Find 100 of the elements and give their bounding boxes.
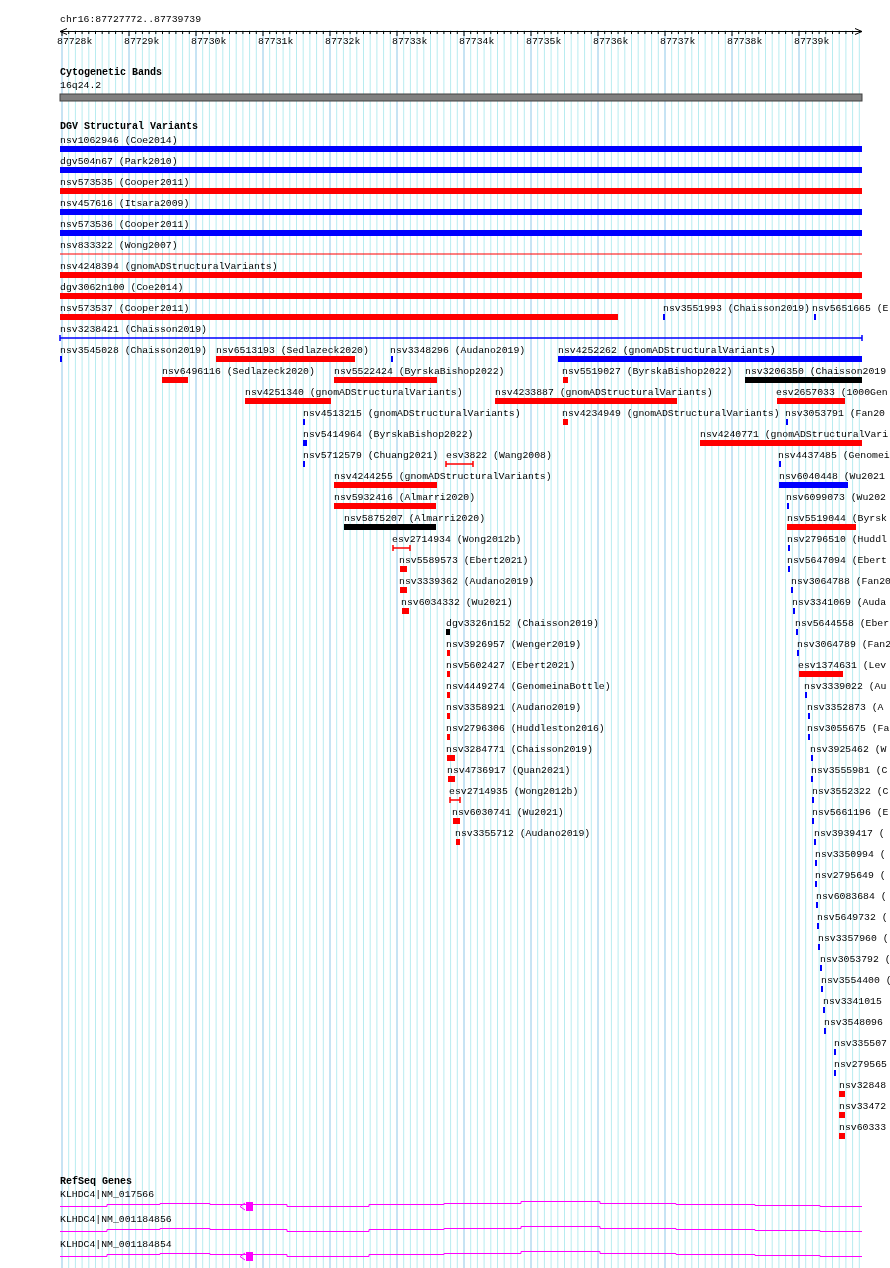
variant-label: nsv3555981 (C (811, 764, 888, 776)
variant-label: nsv6513193 (Sedlazeck2020) (216, 344, 369, 356)
variant-label: nsv3551993 (Chaisson2019) (663, 302, 810, 314)
scale-tick-label: 87729k (124, 36, 160, 47)
variant-label: nsv4251340 (gnomADStructuralVariants) (245, 386, 463, 398)
variant-label: nsv5932416 (Almarri2020) (334, 491, 476, 503)
variant-label: nsv3355712 (Audano2019) (455, 827, 591, 839)
variant-label: nsv5649732 ( (817, 911, 888, 923)
variant-label: nsv3064788 (Fan20 (791, 575, 890, 587)
variant-label: nsv5519027 (ByrskaBishop2022) (562, 365, 733, 377)
band-label: 16q24.2 (60, 80, 102, 91)
variant-label: nsv4736917 (Quan2021) (447, 764, 571, 776)
scale-tick-label: 87736k (593, 36, 629, 47)
variant-label: nsv6030741 (Wu2021) (452, 806, 564, 818)
variant-label: nsv2796510 (Huddl (787, 533, 887, 545)
variant-label: nsv3284771 (Chaisson2019) (446, 743, 593, 755)
variant-label: nsv3341069 (Auda (792, 596, 887, 608)
variant-label: nsv279565 (834, 1058, 887, 1070)
variant-label: nsv3926957 (Wenger2019) (446, 638, 582, 650)
track-heading: RefSeq Genes (60, 1176, 132, 1187)
scale-tick-label: 87734k (459, 36, 495, 47)
variant-label: nsv3358921 (Audano2019) (446, 701, 582, 713)
variant-label: nsv5519044 (Byrsk (787, 512, 887, 524)
gene-label: KLHDC4|NM_017566 (60, 1189, 155, 1200)
scale-tick-label: 87732k (325, 36, 361, 47)
variant-label: nsv5589573 (Ebert2021) (399, 554, 529, 566)
variant-label: nsv833322 (Wong2007) (60, 239, 178, 251)
variant-label: esv2714935 (Wong2012b) (449, 785, 579, 797)
variant-label: nsv2795649 ( (815, 869, 886, 881)
scale-tick-label: 87731k (258, 36, 294, 47)
variant-label: esv2657033 (1000Gen (776, 386, 888, 398)
variant-label: nsv3348296 (Audano2019) (390, 344, 526, 356)
variant-label: nsv32848 (839, 1079, 887, 1091)
variant-label: nsv573535 (Cooper2011) (60, 176, 190, 188)
variant-label: nsv3352873 (A (807, 701, 884, 713)
variant-label: nsv3206350 (Chaisson2019 (745, 365, 887, 377)
variant-label: nsv5647094 (Ebert (787, 554, 887, 566)
variant-label: nsv60333 (839, 1121, 887, 1133)
variant-label: dgv3326n152 (Chaisson2019) (446, 617, 599, 629)
variant-label: nsv4248394 (gnomADStructuralVariants) (60, 260, 278, 272)
scale-tick-label: 87737k (660, 36, 696, 47)
variant-label: nsv5644558 (Eber (795, 617, 890, 629)
variant-label: nsv3053791 (Fan20 (785, 407, 885, 419)
variant-label: nsv4513215 (gnomADStructuralVariants) (303, 407, 521, 419)
variant-label: nsv5661196 (E (812, 806, 889, 818)
variant-label: nsv3357960 ( (818, 932, 889, 944)
variant-label: nsv3925462 (W (810, 743, 887, 755)
variant-label: nsv5414964 (ByrskaBishop2022) (303, 428, 474, 440)
scale-tick-label: 87733k (392, 36, 428, 47)
variant-label: esv3822 (Wang2008) (446, 449, 552, 461)
gene-label: KLHDC4|NM_001184854 (60, 1239, 172, 1250)
track-heading: Cytogenetic Bands (60, 67, 163, 78)
variant-label: nsv335507 (834, 1037, 887, 1049)
variant-label: nsv4252262 (gnomADStructuralVariants) (558, 344, 776, 356)
variant-label: dgv504n67 (Park2010) (60, 155, 178, 167)
variant-label: nsv3554400 ( (821, 974, 890, 986)
variant-label: nsv6083684 ( (816, 890, 887, 902)
variant-label: nsv4240771 (gnomADStructuralVari (700, 428, 889, 440)
variant-label: esv1374631 (Lev (798, 659, 887, 671)
variant-label: nsv457616 (Itsara2009) (60, 197, 190, 209)
scale-tick-label: 87728k (57, 36, 93, 47)
variant-label: nsv3341015 (823, 995, 882, 1007)
variant-label: nsv4437485 (Genomei (778, 449, 890, 461)
variant-label: nsv5875207 (Almarri2020) (344, 512, 486, 524)
variant-label: nsv6034332 (Wu2021) (401, 596, 513, 608)
variant-label: nsv4449274 (GenomeinaBottle) (446, 680, 611, 692)
variant-label: nsv6496116 (Sedlazeck2020) (162, 365, 315, 377)
variant-label: nsv3055675 (Fa (807, 722, 890, 734)
variant-label: nsv573536 (Cooper2011) (60, 218, 190, 230)
variant-label: nsv5602427 (Ebert2021) (446, 659, 576, 671)
variant-label: nsv33472 (839, 1100, 887, 1112)
variant-label: nsv3548096 (824, 1016, 883, 1028)
variant-label: nsv3545028 (Chaisson2019) (60, 344, 207, 356)
variant-label: nsv4234949 (gnomADStructuralVariants) (562, 407, 780, 419)
variant-label: nsv5712579 (Chuang2021) (303, 449, 439, 461)
variant-label: nsv3339022 (Au (804, 680, 887, 692)
variant-label: nsv3552322 (C (812, 785, 889, 797)
scale-tick-label: 87735k (526, 36, 562, 47)
variant-label: nsv4233887 (gnomADStructuralVariants) (495, 386, 713, 398)
variant-label: nsv6040448 (Wu2021 (779, 470, 885, 482)
scale-tick-label: 87738k (727, 36, 763, 47)
scale-tick-label: 87739k (794, 36, 830, 47)
variant-label: dgv3062n100 (Coe2014) (60, 281, 184, 293)
variant-label: nsv3064789 (Fan2 (797, 638, 890, 650)
variant-label: nsv573537 (Cooper2011) (60, 302, 190, 314)
variant-label: nsv3939417 ( (814, 827, 885, 839)
gene-label: KLHDC4|NM_001184856 (60, 1214, 172, 1225)
variant-label: nsv3350994 ( (815, 848, 886, 860)
variant-label: nsv3339362 (Audano2019) (399, 575, 535, 587)
scale-tick-label: 87730k (191, 36, 227, 47)
variant-label: nsv3053792 ( (820, 953, 890, 965)
variant-label: esv2714934 (Wong2012b) (392, 533, 522, 545)
variant-label: nsv4244255 (gnomADStructuralVariants) (334, 470, 552, 482)
variant-label: nsv3238421 (Chaisson2019) (60, 323, 207, 335)
region-title: chr16:87727772..87739739 (60, 14, 202, 25)
variant-label: nsv2796306 (Huddleston2016) (446, 722, 605, 734)
variant-label: nsv5522424 (ByrskaBishop2022) (334, 365, 505, 377)
track-heading: DGV Structural Variants (60, 121, 199, 132)
variant-label: nsv1062946 (Coe2014) (60, 134, 178, 146)
variant-label: nsv6099073 (Wu202 (786, 491, 886, 503)
